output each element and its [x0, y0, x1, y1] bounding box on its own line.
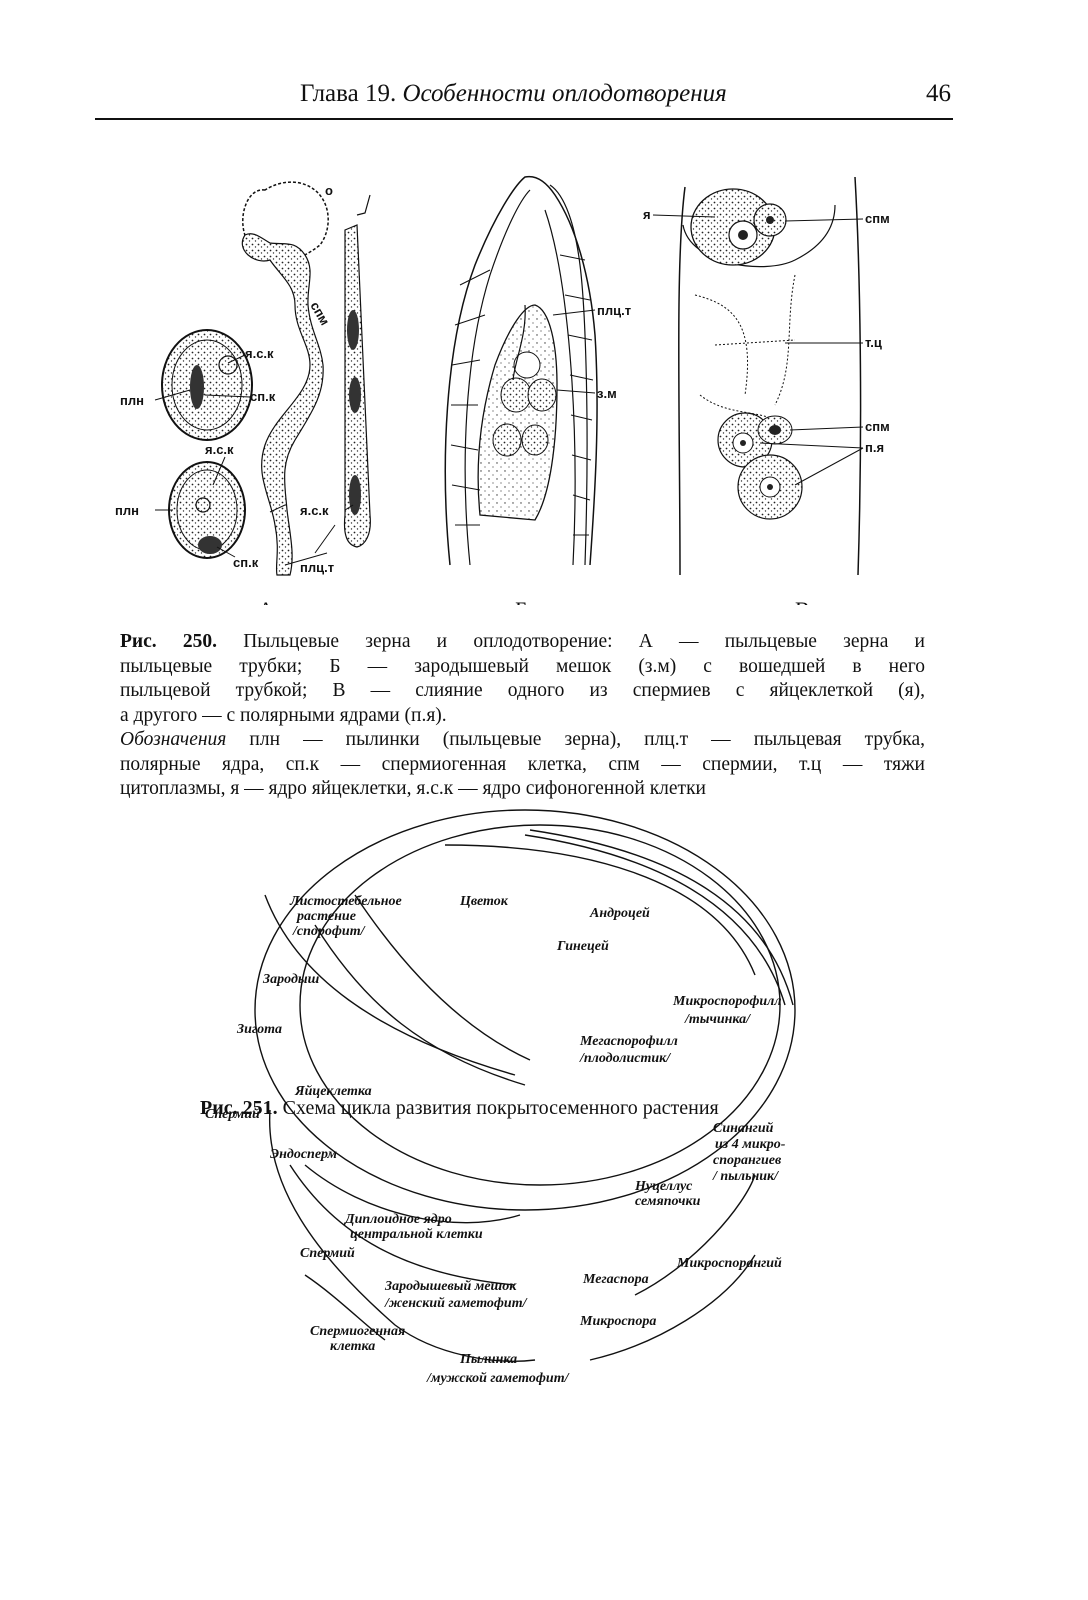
figure-250-caption: Рис. 250. Пыльцевые зерна и оплодотворен… — [120, 630, 925, 802]
cycle-megasporophyll-1: Мегаспорофилл — [579, 1034, 678, 1049]
page-number: 46 — [926, 80, 951, 107]
legend-line-1: Обозначения плн — пылинки (пыльцевые зер… — [120, 729, 925, 750]
figure-251-caption: Рис. 251. Схема цикла развития покрытосе… — [200, 1097, 900, 1120]
label-a-ysk-2: я.с.к — [205, 442, 234, 457]
panel-c-drawing — [652, 176, 864, 576]
label-c-spm-1: спм — [865, 211, 890, 226]
panel-letter-b: Б — [515, 597, 528, 605]
label-a-plct: плц.т — [300, 560, 334, 575]
figure-251-caption-text: Схема цикла развития покрытосеменного ра… — [282, 1097, 719, 1119]
cycle-spermio-2: клетка — [330, 1339, 375, 1354]
cycle-zygote: Зигота — [236, 1022, 282, 1037]
cycle-diploid-1: Диплоидное ядро — [343, 1212, 452, 1227]
cycle-microspore: Микроспора — [579, 1314, 656, 1329]
panel-b-drawing — [444, 175, 598, 566]
panel-letter-a: А — [258, 597, 274, 605]
cycle-nucellus-2: семяпочки — [635, 1194, 701, 1209]
caption-250-line-3: пыльцевой трубкой; В — слияние одного из… — [120, 680, 925, 701]
label-c-pya: п.я — [865, 440, 884, 455]
label-a-spk-1: сп.к — [250, 389, 276, 404]
cycle-sac-2: /женский гаметофит/ — [384, 1296, 528, 1311]
cycle-embryo: Зародыш — [262, 972, 320, 987]
label-a-spk-2: сп.к — [233, 555, 259, 570]
label-b-plct: плц.т — [597, 303, 631, 318]
label-a-ysk-3: я.с.к — [300, 503, 329, 518]
figure-251-diagram: Цветок Листостебельное растение /спорофи… — [236, 809, 796, 1211]
figure-250-number: Рис. 250. — [120, 631, 218, 652]
panel-a-drawing — [154, 181, 371, 576]
cycle-sperm-2: Спермий — [300, 1246, 355, 1261]
figure-251: Цветок Листостебельное растение /спорофи… — [195, 809, 855, 1211]
cycle-nucellus-1: Нуцеллус — [634, 1179, 693, 1194]
label-c-tc: т.ц — [865, 335, 882, 350]
figure-251-lower: Спермий Эндосперм Диплоидное ядро центра… — [205, 1107, 786, 1386]
cycle-sporophyte-3: /спорофит/ — [292, 924, 366, 939]
label-b-zm: з.м — [597, 386, 617, 401]
cycle-endosperm: Эндосперм — [270, 1147, 337, 1162]
cycle-spermio-1: Спермиогенная — [310, 1324, 405, 1339]
caption-250-line-4: а другого — с полярными ядрами (п.я). — [120, 704, 447, 726]
cycle-arcs — [254, 809, 796, 1211]
cycle-lower-lines — [268, 1109, 756, 1362]
cycle-microsporophyll-1: Микроспорофилл — [672, 994, 782, 1009]
label-a-pln-2: плн — [115, 503, 139, 518]
cycle-pollen-2: /мужской гаметофит/ — [426, 1371, 570, 1386]
panel-letter-v: В — [795, 597, 810, 605]
cycle-microsporangium: Микроспорангий — [676, 1256, 782, 1271]
label-a-ysk-1: я.с.к — [245, 346, 274, 361]
caption-250-line-1: Рис. 250. Пыльцевые зерна и оплодотворен… — [120, 631, 925, 652]
legend-line-2: полярные ядра, сп.к — спермиогенная клет… — [120, 753, 925, 775]
cycle-synangium-1: Синангий — [713, 1121, 774, 1136]
legend-line-3: цитоплазмы, я — ядро яйцеклетки, я.с.к —… — [120, 778, 706, 799]
label-a-pln-1: плн — [120, 393, 144, 408]
cycle-microsporophyll-2: /тычинка/ — [684, 1012, 751, 1027]
page-header: Глава 19. Особенности оплодотворения 46 — [95, 78, 953, 120]
cycle-gynoecium: Гинецей — [556, 939, 609, 954]
cycle-androecium: Андроцей — [589, 906, 650, 921]
cycle-sperm-1: Спермий — [205, 1107, 260, 1122]
cycle-synangium-3: спорангиев — [713, 1153, 782, 1168]
caption-250-line-2: пыльцевые трубки; Б — зародышевый мешок … — [120, 655, 925, 677]
label-c-spm-2: спм — [865, 419, 890, 434]
cycle-synangium-4: / пыльник/ — [712, 1169, 779, 1184]
figure-250-illustration: о спм я.с.к плн сп.к я.с.к плн сп.к я.с.… — [115, 175, 890, 605]
running-title: Глава 19. Особенности оплодотворения — [300, 80, 727, 107]
cycle-sac-1: Зародышевый мешок — [384, 1279, 517, 1294]
cycle-flower: Цветок — [459, 894, 509, 909]
figure-250: о спм я.с.к плн сп.к я.с.к плн сп.к я.с.… — [95, 165, 955, 605]
label-c-ya: я — [643, 207, 651, 222]
cycle-egg: Яйцеклетка — [294, 1084, 372, 1099]
cycle-sporophyte-2: растение — [296, 909, 356, 924]
cycle-diploid-2: центральной клетки — [350, 1227, 483, 1242]
cycle-megasporophyll-2: /плодолистик/ — [579, 1051, 671, 1066]
label-a-o: о — [325, 183, 333, 198]
cycle-megaspore: Мегаспора — [582, 1272, 649, 1287]
cycle-sporophyte-1: Листостебельное — [289, 894, 402, 909]
figure-251-number: Рис. 251. — [200, 1097, 278, 1119]
legend-title: Обозначения — [120, 729, 227, 750]
cycle-synangium-2: из 4 микро- — [715, 1137, 786, 1152]
